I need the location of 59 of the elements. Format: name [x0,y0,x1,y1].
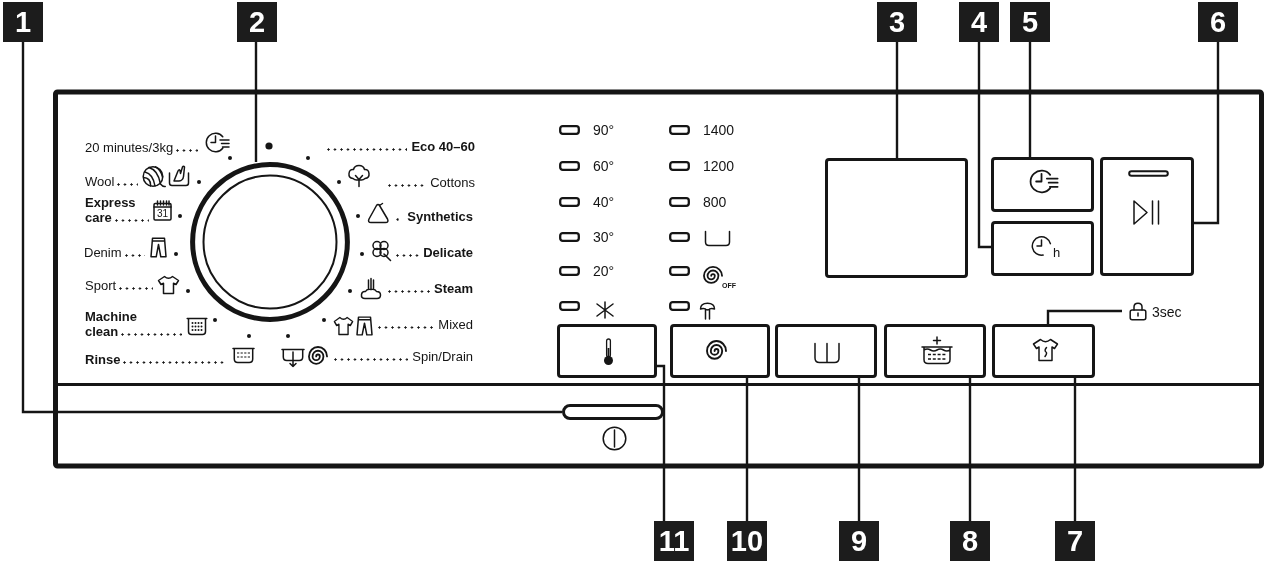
program-label: Eco 40–60 [327,139,475,154]
callout-number: 5 [1010,2,1050,42]
spin-speed-label: 800 [703,194,727,210]
program-label: Rinse [85,352,227,367]
temperature-label: 20° [593,263,615,279]
t-shirt-button [992,324,1095,378]
calendar-day-number: 31 [155,208,170,220]
callout-number: 6 [1198,2,1238,42]
basin-button [775,324,877,378]
callout-number: 1 [3,2,43,42]
leader-line [1073,378,1077,521]
leader-line [857,378,861,521]
spin-speed-label: 1200 [703,158,735,174]
program-label: Mixed [378,317,473,332]
leader-line [21,42,562,414]
callout-number: 9 [839,521,879,561]
hold-time-label: 3sec [1152,303,1182,322]
leader-line [254,42,258,162]
hour-label: h [1053,245,1061,260]
clock-button [991,221,1094,276]
leader-line [968,378,972,521]
spin-speed-label: 1400 [703,122,735,138]
program-label: Express care [85,195,150,225]
power-button [562,404,664,420]
callout-number: 3 [877,2,917,42]
program-label: Delicate [396,245,473,260]
program-label: Machine clean [85,309,183,339]
leader-line [1046,309,1122,324]
callout-number: 7 [1055,521,1095,561]
temperature-label: 40° [593,194,615,210]
callout-number: 8 [950,521,990,561]
leader-line [1194,42,1220,225]
callout-number: 2 [237,2,277,42]
program-label: 20 minutes/3kg [85,140,198,155]
clock-button [991,157,1094,212]
program-label: Denim [84,245,145,260]
spiral-button [670,324,770,378]
program-label: Wool [85,174,138,189]
leader-line [657,364,666,521]
program-label: Cottons [388,175,475,190]
temperature-label: 60° [593,158,615,174]
leader-line [1028,42,1032,157]
program-knob [190,162,350,322]
program-label: Spin/Drain [334,349,473,364]
callout-number: 4 [959,2,999,42]
thermometer-button [557,324,657,378]
temperature-label: 30° [593,229,615,245]
program-label: Synthetics [396,209,473,224]
program-label: Sport [85,278,153,293]
program-label: Steam [388,281,473,296]
leader-line [745,378,749,521]
basin-plus-button [884,324,986,378]
leader-line [895,42,899,158]
leader-line [977,42,991,249]
temperature-label: 90° [593,122,615,138]
display-screen [825,158,968,278]
callout-number: 11 [654,521,694,561]
callout-number: 10 [727,521,767,561]
start-pause-button [1100,157,1194,276]
